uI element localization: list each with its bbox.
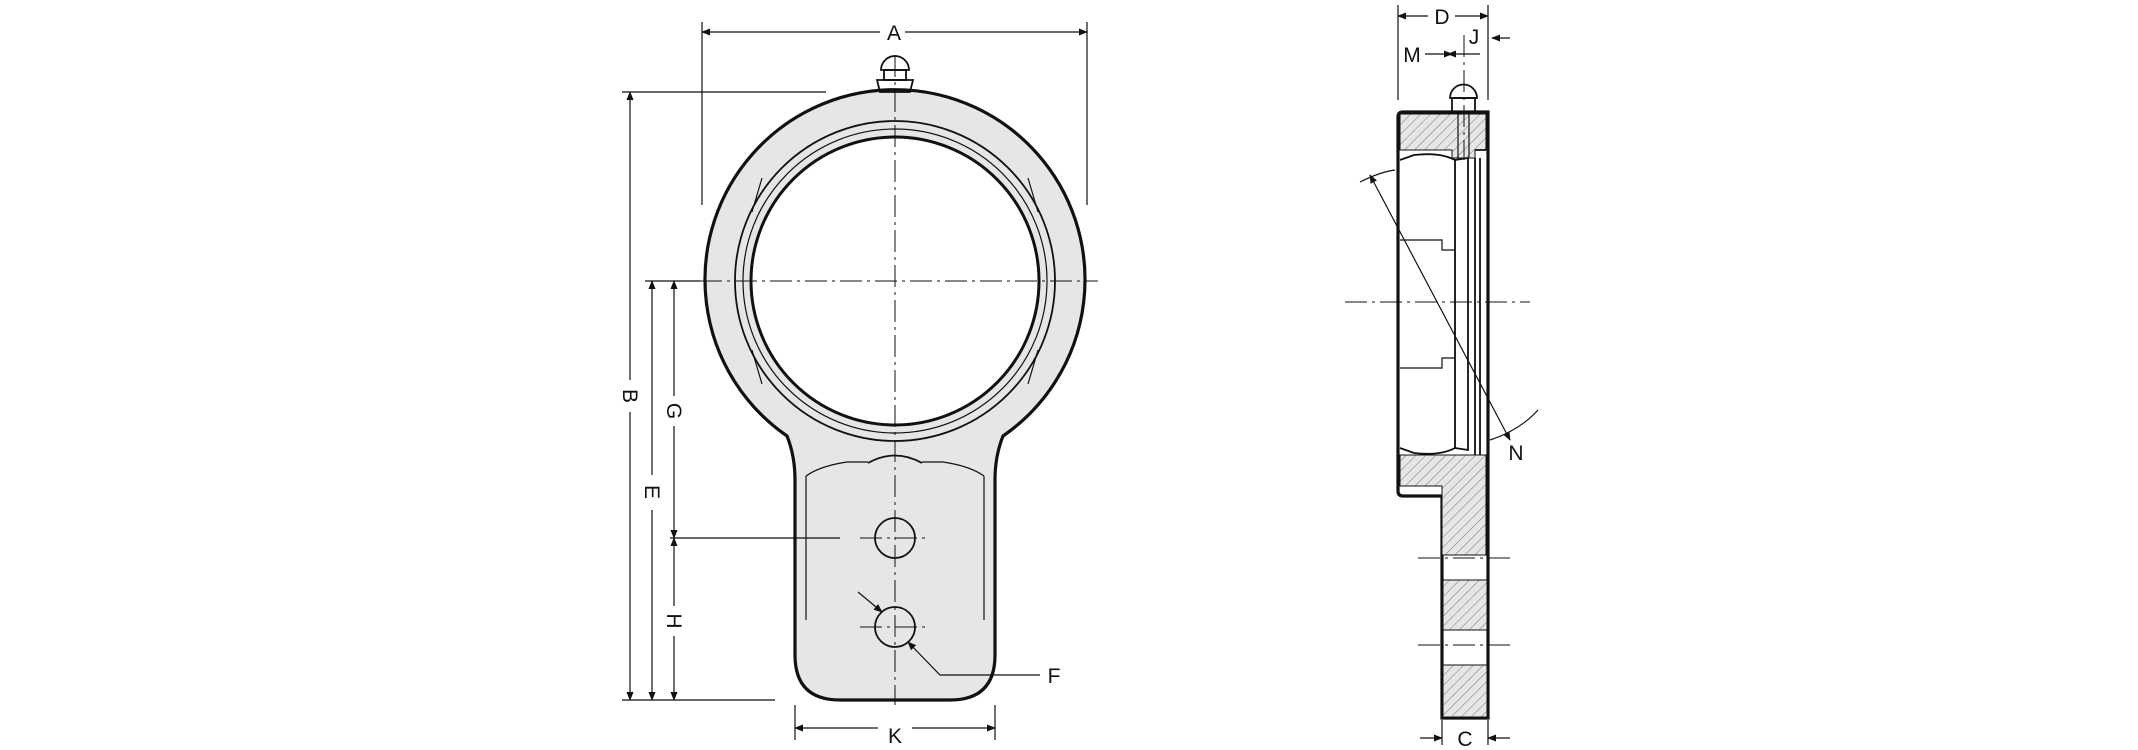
- sphere-arc: [1359, 169, 1539, 441]
- side-body-outline: [1396, 110, 1490, 720]
- arm-hatch-middle: [1442, 579, 1488, 631]
- front-view: A B E G H K F: [618, 22, 1098, 748]
- label-A: A: [887, 22, 901, 45]
- N-dimension-line: [1369, 174, 1511, 441]
- bore-seat: [1400, 239, 1455, 369]
- dimension-lines: [626, 28, 1088, 732]
- label-F: F: [1048, 665, 1061, 688]
- label-J: J: [1469, 26, 1480, 49]
- label-K: K: [888, 725, 902, 748]
- bore-profile: [1399, 153, 1456, 455]
- arm-recess-outline: [805, 461, 985, 620]
- bottom-hatched-section: [1399, 454, 1487, 556]
- label-G: G: [662, 403, 685, 419]
- label-N: N: [1508, 442, 1523, 465]
- label-D: D: [1434, 6, 1449, 29]
- ring-slot-marks: [751, 177, 1039, 385]
- label-B: B: [618, 389, 641, 403]
- label-H: H: [662, 613, 685, 628]
- side-view: D M J N C: [1345, 5, 1539, 750]
- label-C: C: [1457, 728, 1472, 750]
- arm-hatch-bottom: [1442, 664, 1488, 718]
- extension-lines: [622, 22, 1088, 740]
- label-E: E: [640, 485, 663, 499]
- top-hatched-section: [1399, 113, 1487, 159]
- label-M: M: [1403, 44, 1421, 67]
